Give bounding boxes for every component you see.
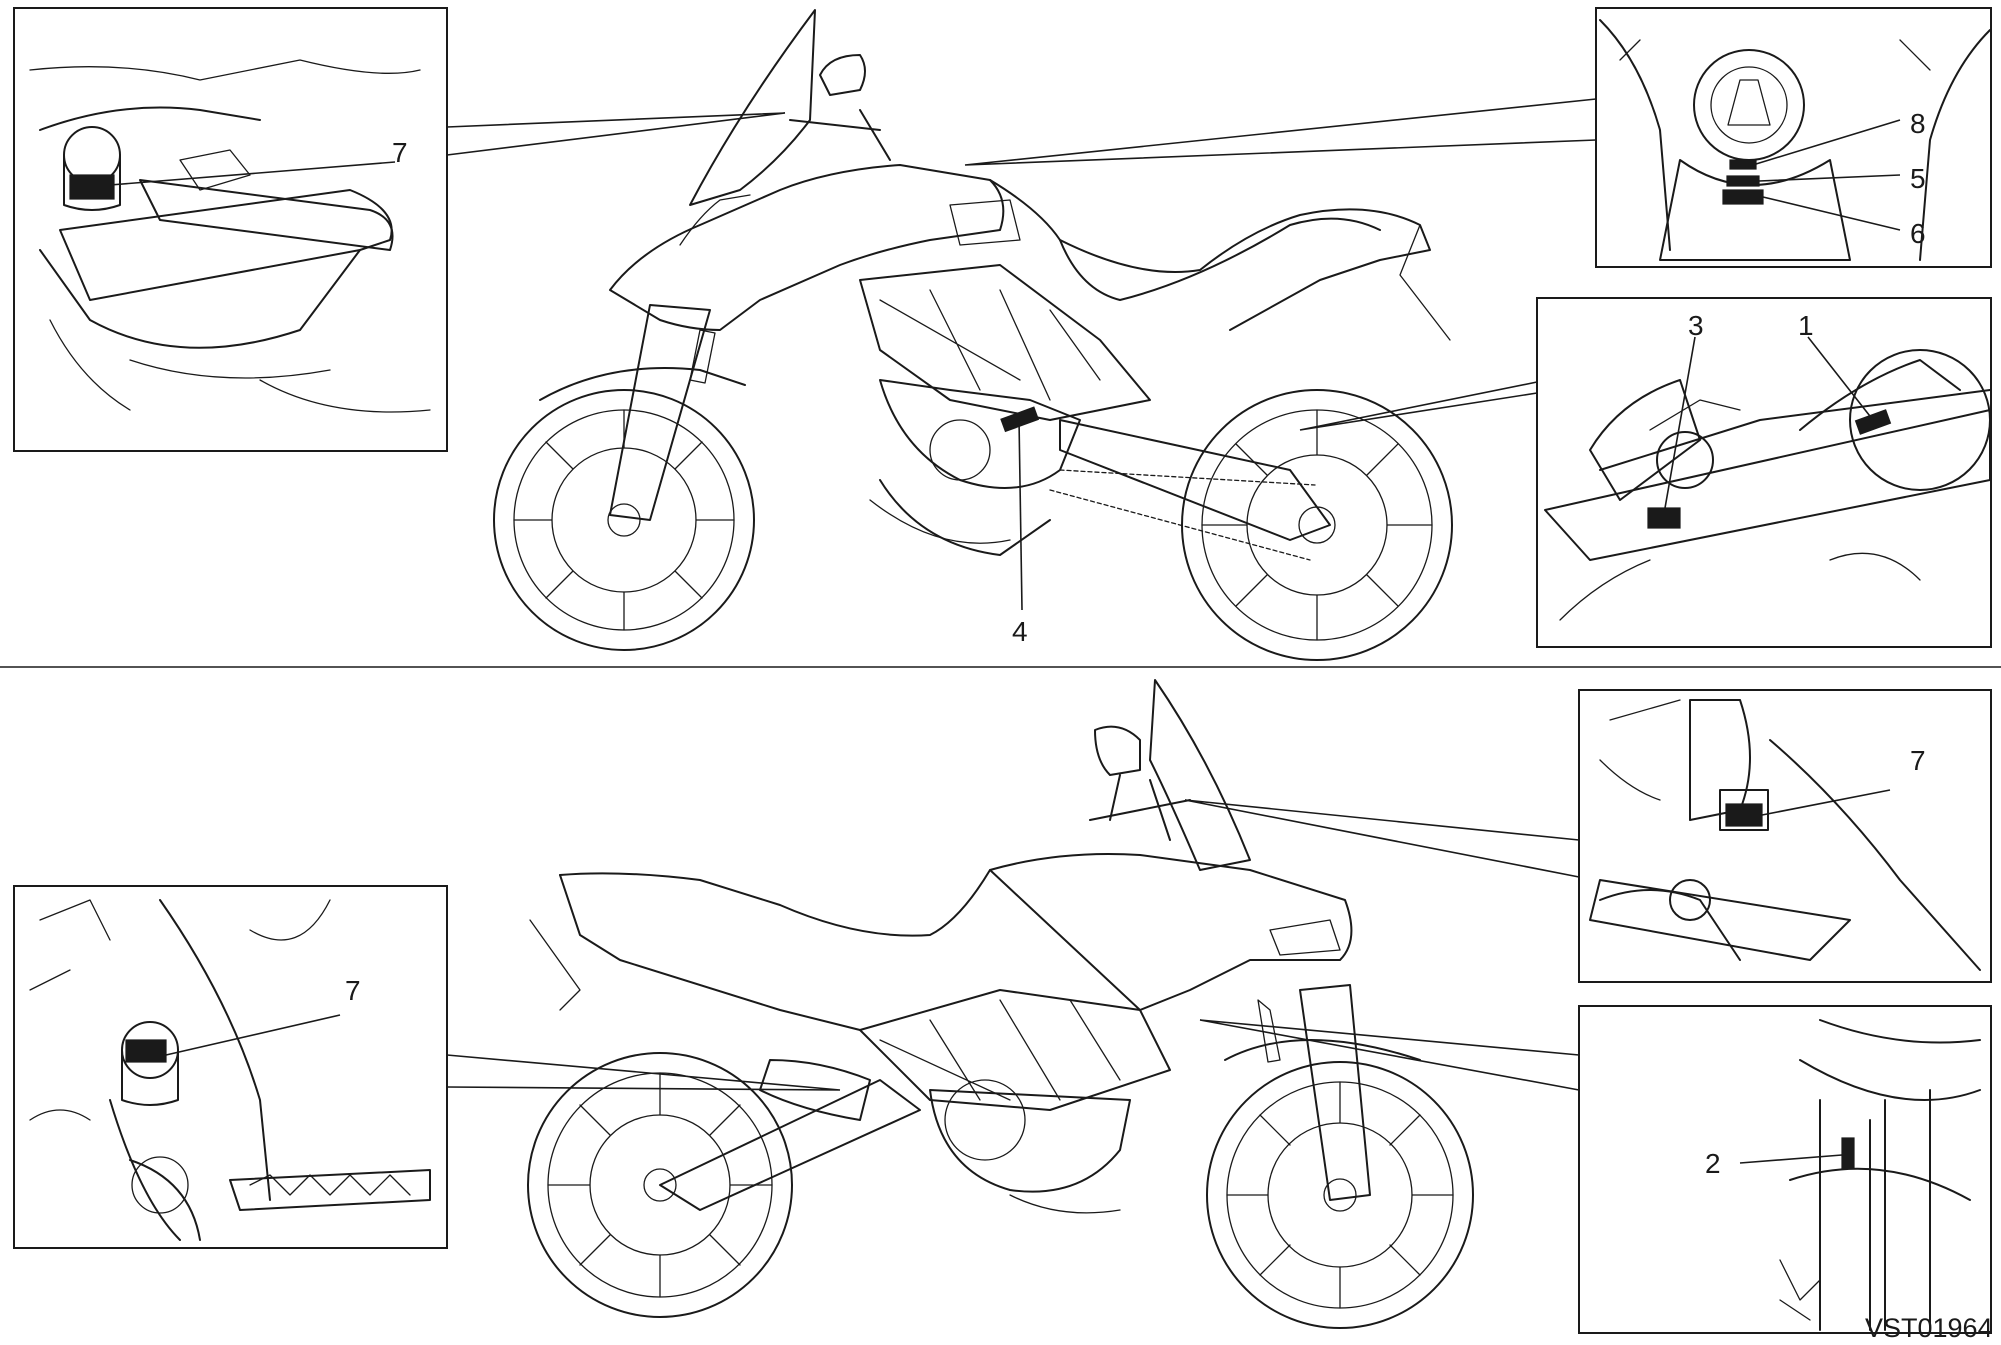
callout-7-bottom-left: 7 <box>345 975 361 1006</box>
callout-1: 1 <box>1798 310 1814 341</box>
inset-swingarm <box>1536 297 1992 648</box>
label-position-7-bottom-right <box>1725 803 1763 827</box>
label-position-1 <box>1854 409 1892 435</box>
rear-wheel-bottom <box>527 1052 793 1318</box>
rear-wheel <box>1181 389 1453 661</box>
top-leader-lines <box>109 98 1901 611</box>
inset-rear-brake-reservoir <box>13 885 448 1249</box>
callout-3: 3 <box>1688 310 1704 341</box>
front-wheel <box>493 389 755 651</box>
inset-clutch-reservoir-top <box>13 7 448 452</box>
motorcycle-right-side-view <box>493 9 1453 661</box>
callout-8: 8 <box>1910 108 1926 139</box>
callout-2: 2 <box>1705 1148 1721 1179</box>
label-position-6 <box>1722 189 1764 205</box>
motorcycle-left-side-view <box>527 679 1474 1329</box>
figure-code: VST01964 <box>1865 1313 1993 1343</box>
label-position-3 <box>1647 507 1681 529</box>
label-position-7-bottom-left <box>125 1039 167 1063</box>
bottom-leader-lines <box>165 789 1891 1164</box>
inset-front-brake-reservoir <box>1578 689 1992 983</box>
callout-5: 5 <box>1910 163 1926 194</box>
callout-numbers: 7 8 5 6 3 1 4 7 7 2 <box>345 108 1926 1179</box>
label-position-5 <box>1726 175 1760 187</box>
callout-4: 4 <box>1012 616 1028 647</box>
inset-front-fork <box>1578 1005 1992 1334</box>
callout-7-bottom-right: 7 <box>1910 745 1926 776</box>
label-position-8 <box>1729 159 1757 170</box>
label-position-7-top-left <box>69 174 115 200</box>
callout-7-top-left: 7 <box>392 137 408 168</box>
inset-fuel-cap <box>1595 7 1992 268</box>
callout-6: 6 <box>1910 218 1926 249</box>
label-position-2 <box>1841 1137 1855 1169</box>
front-wheel-bottom <box>1206 1061 1474 1329</box>
